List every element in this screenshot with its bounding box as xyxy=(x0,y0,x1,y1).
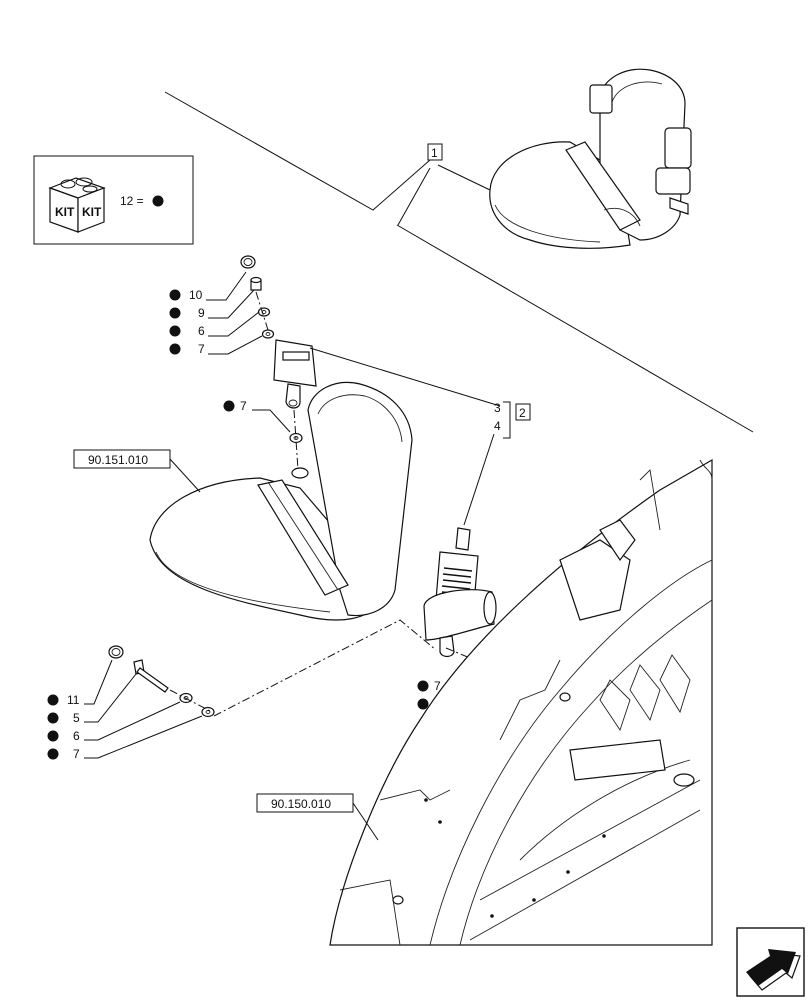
seatbelt-retractor xyxy=(423,527,497,658)
callout-5[interactable]: 5 xyxy=(73,711,80,725)
seat-assembly-illustration xyxy=(489,68,692,249)
callout-7-lower[interactable]: 7 xyxy=(73,747,80,761)
assembly-guide-lines xyxy=(164,91,754,433)
kit-badge-right: KIT xyxy=(82,205,102,219)
callout-10[interactable]: 10 xyxy=(189,288,203,302)
seat-ref[interactable]: 90.151.010 xyxy=(88,453,148,467)
seatbelt-kit-ref: 2 xyxy=(519,406,526,420)
callout-6-upper[interactable]: 6 xyxy=(198,324,205,338)
kit-box-icon: KIT KIT xyxy=(48,177,106,233)
cab-ref[interactable]: 90.150.010 xyxy=(271,797,331,811)
callout-6-lower[interactable]: 6 xyxy=(73,729,80,743)
callout-7-upper[interactable]: 7 xyxy=(198,342,205,356)
kit-legend: KIT KIT 12 = xyxy=(33,155,194,245)
next-page-arrow-icon[interactable] xyxy=(736,927,805,997)
hardware-stack-upper xyxy=(240,255,275,339)
seat-illustration xyxy=(149,381,413,621)
seatbelt-kit-ref-box xyxy=(515,403,531,421)
callout-7-lower-right[interactable]: 7 xyxy=(434,679,441,693)
callouts-lower-left: 11 5 6 7 xyxy=(47,659,203,761)
kit-legend-text: 12 = xyxy=(120,194,144,208)
seat-assembly-ref: 1 xyxy=(431,146,438,160)
seat-assembly-ref-box xyxy=(427,143,443,161)
kit-legend-dot xyxy=(152,195,164,207)
seat-ref-label: 90.151.010 xyxy=(73,449,201,493)
callout-4[interactable]: 4 xyxy=(494,419,501,433)
seatbelt-buckle xyxy=(273,339,317,409)
cab-frame-illustration xyxy=(329,458,713,946)
cab-ref-label: 90.150.010 xyxy=(256,793,379,841)
kit-badge-left: KIT xyxy=(55,205,75,219)
callout-7-seat: 7 xyxy=(223,399,303,471)
callout-3[interactable]: 3 xyxy=(494,401,501,415)
hardware-lower-left xyxy=(108,619,437,718)
belt-kit-callouts: 3 4 2 xyxy=(463,401,531,526)
callout-11[interactable]: 11 xyxy=(67,693,80,707)
callouts-upper-left: 10 9 6 7 xyxy=(169,271,263,356)
callout-9[interactable]: 9 xyxy=(198,306,205,320)
svg-text:7[interactable]: 7 xyxy=(240,399,247,413)
